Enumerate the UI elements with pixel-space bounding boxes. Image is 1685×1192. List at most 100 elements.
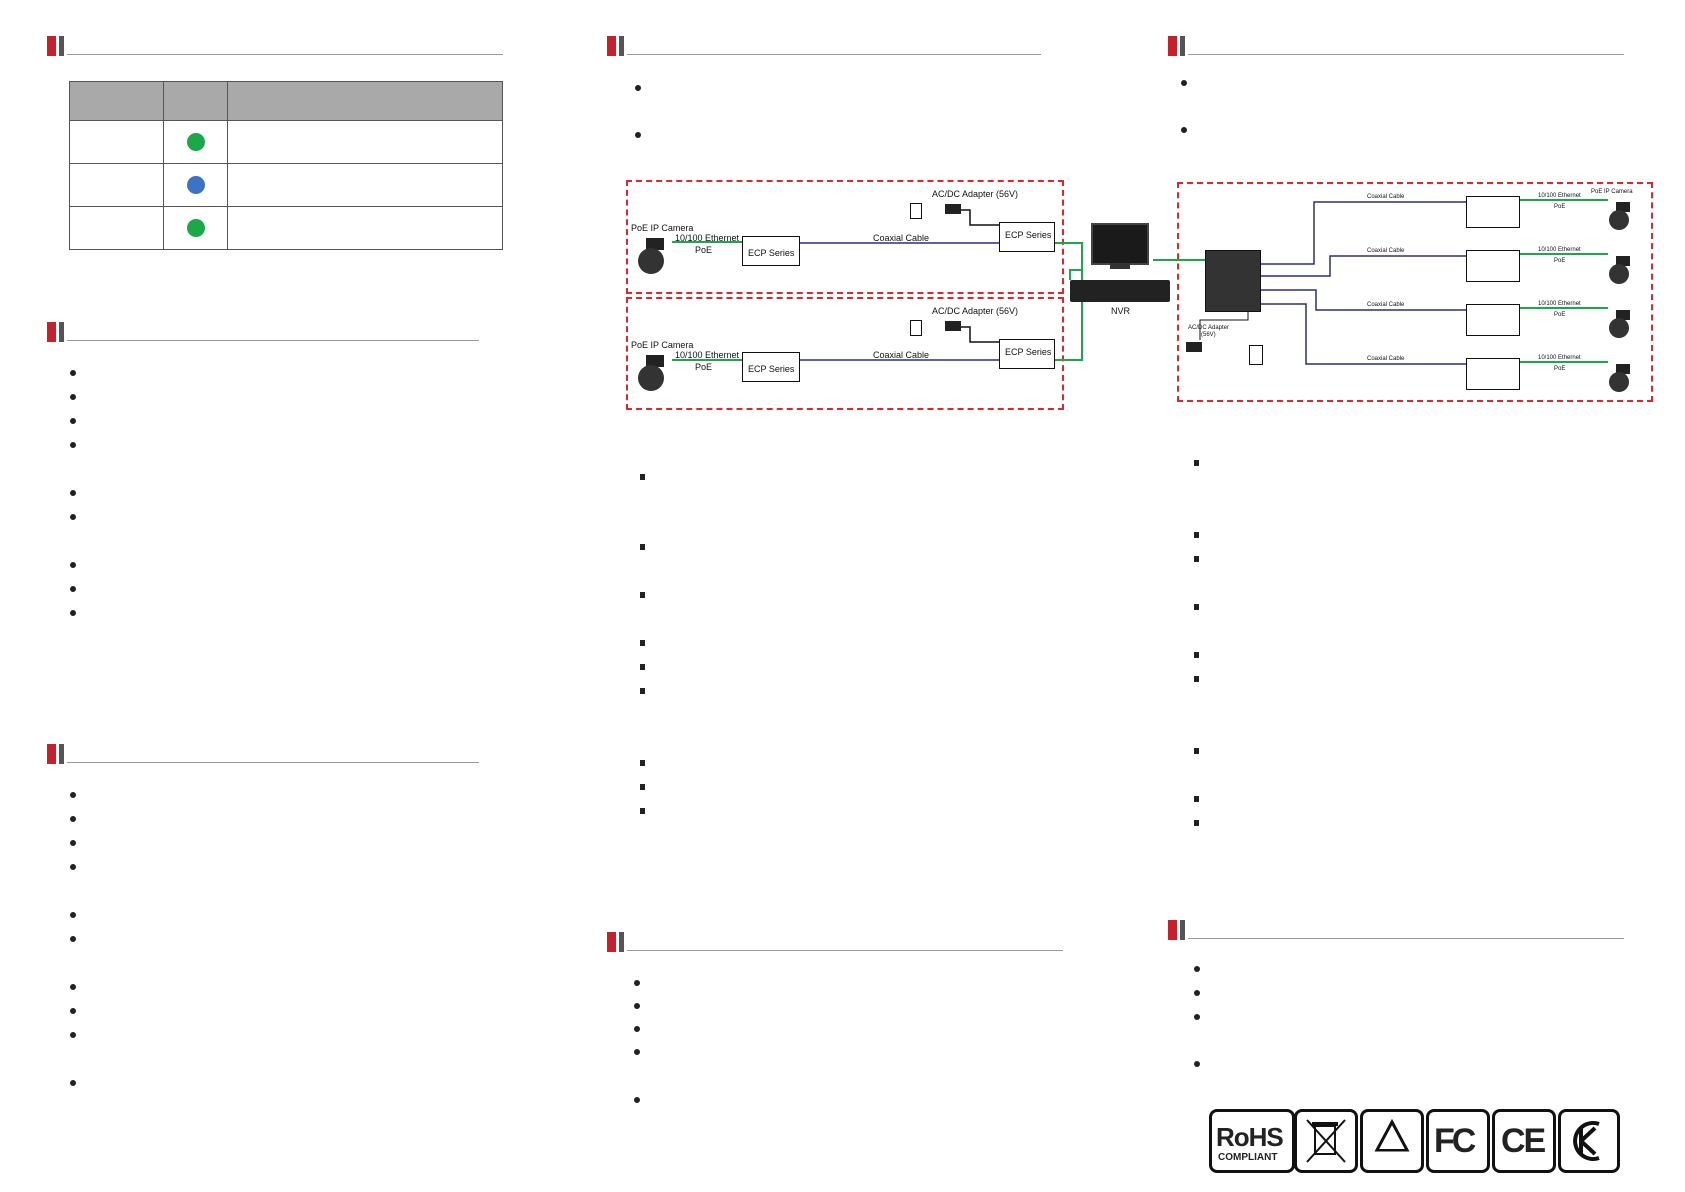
ecp-device [1466, 358, 1520, 390]
table-row [69, 120, 503, 164]
list-bullet [70, 514, 76, 520]
poe-label: PoE [1554, 258, 1566, 264]
section-header-led [47, 36, 503, 56]
coax-label: Coaxial Cable [1367, 356, 1405, 362]
coax-label: Coaxial Cable [1367, 302, 1405, 308]
poe-label: PoE [1554, 366, 1566, 372]
list-bullet [70, 586, 76, 592]
diagram-frame-bottom [626, 297, 1064, 410]
list-bullet [1181, 80, 1187, 86]
section-header-certifications [1168, 920, 1624, 940]
list-bullet [1181, 127, 1187, 133]
ecp-device [1466, 196, 1520, 228]
kc-logo [1558, 1109, 1620, 1173]
power-adapter-icon [1186, 342, 1202, 352]
ip-camera-icon [1608, 256, 1632, 286]
list-bullet [70, 1080, 76, 1086]
list-bullet [70, 562, 76, 568]
list-square-bullet [640, 592, 645, 598]
coax-label: Coaxial Cable [1367, 194, 1405, 200]
list-square-bullet [1194, 748, 1199, 754]
led-green-indicator [186, 133, 205, 151]
ip-camera-icon [636, 355, 666, 393]
list-bullet [70, 864, 76, 870]
ecp-device [1466, 304, 1520, 336]
led-green-indicator [186, 219, 205, 237]
led-blue-indicator [186, 176, 205, 194]
ecp-label: ECP Series [748, 248, 795, 258]
table-header-cell [69, 81, 164, 121]
ecp-device [999, 339, 1055, 369]
nvr-device [1070, 280, 1170, 302]
ecp-label: ECP Series [748, 364, 795, 374]
table-row [69, 206, 503, 250]
list-bullet [70, 1008, 76, 1014]
list-bullet [634, 1003, 640, 1009]
ip-camera-icon [636, 238, 666, 276]
diagram-frame-top [626, 180, 1064, 294]
list-bullet [635, 85, 641, 91]
list-square-bullet [640, 474, 645, 480]
poe-label: PoE [695, 362, 713, 372]
camera-label: PoE IP Camera [631, 223, 694, 233]
fc-logo: FC [1426, 1109, 1490, 1173]
ethernet-label: 10/100 Ethernet [675, 350, 740, 360]
rohs-logo: RoHS COMPLIANT [1209, 1109, 1295, 1173]
list-square-bullet [640, 640, 645, 646]
section-header-specs [47, 744, 479, 764]
nvr-label: NVR [1111, 306, 1131, 316]
adapter-label: AC/DC Adapter [1188, 325, 1230, 331]
list-square-bullet [1194, 460, 1199, 466]
coax-label: Coaxial Cable [1367, 248, 1405, 254]
list-bullet [70, 418, 76, 424]
list-bullet [70, 912, 76, 918]
table-row [69, 163, 503, 207]
ethernet-label: 10/100 Ethernet [1538, 301, 1581, 307]
list-bullet [70, 840, 76, 846]
list-square-bullet [1194, 652, 1199, 658]
camera-label: PoE IP Camera [631, 340, 694, 350]
list-square-bullet [1194, 820, 1199, 826]
list-bullet [634, 1026, 640, 1032]
adapter-label: AC/DC Adapter (56V) [932, 189, 1019, 199]
table-header-cell [227, 81, 503, 121]
poe-label: PoE [1554, 312, 1566, 318]
poe-label: PoE [695, 245, 713, 255]
section-header-application-2 [1168, 36, 1624, 56]
ecp-device [1466, 250, 1520, 282]
ce-logo: CE [1492, 1109, 1556, 1173]
list-bullet [70, 936, 76, 942]
list-bullet [70, 370, 76, 376]
list-bullet [70, 442, 76, 448]
ip-camera-icon [1608, 364, 1632, 394]
list-bullet [70, 394, 76, 400]
list-bullet [1194, 966, 1200, 972]
list-bullet [634, 1049, 640, 1055]
section-header-package [607, 932, 1063, 952]
list-bullet [1194, 990, 1200, 996]
list-square-bullet [640, 664, 645, 670]
list-bullet [70, 610, 76, 616]
list-square-bullet [1194, 676, 1199, 682]
power-adapter-icon [945, 204, 961, 214]
power-outlet-icon [910, 203, 922, 219]
list-square-bullet [1194, 556, 1199, 562]
ip-camera-icon [1608, 202, 1632, 232]
recycle-icon [1360, 1109, 1424, 1173]
ecp-device [742, 236, 800, 266]
ecp-label: ECP Series [1005, 347, 1052, 357]
ethernet-label: 10/100 Ethernet [1538, 355, 1581, 361]
adapter-voltage-label: (56V) [1201, 332, 1216, 338]
list-bullet [70, 1032, 76, 1038]
list-bullet [1194, 1061, 1200, 1067]
coax-label: Coaxial Cable [873, 233, 930, 243]
poe-label: PoE [1554, 204, 1566, 210]
adapter-label: AC/DC Adapter (56V) [932, 306, 1019, 316]
power-outlet-icon [910, 320, 922, 336]
central-ecp-device [1205, 250, 1261, 312]
weee-bin-icon [1294, 1109, 1358, 1173]
list-square-bullet [640, 784, 645, 790]
ecp-device [999, 222, 1055, 252]
list-square-bullet [640, 688, 645, 694]
